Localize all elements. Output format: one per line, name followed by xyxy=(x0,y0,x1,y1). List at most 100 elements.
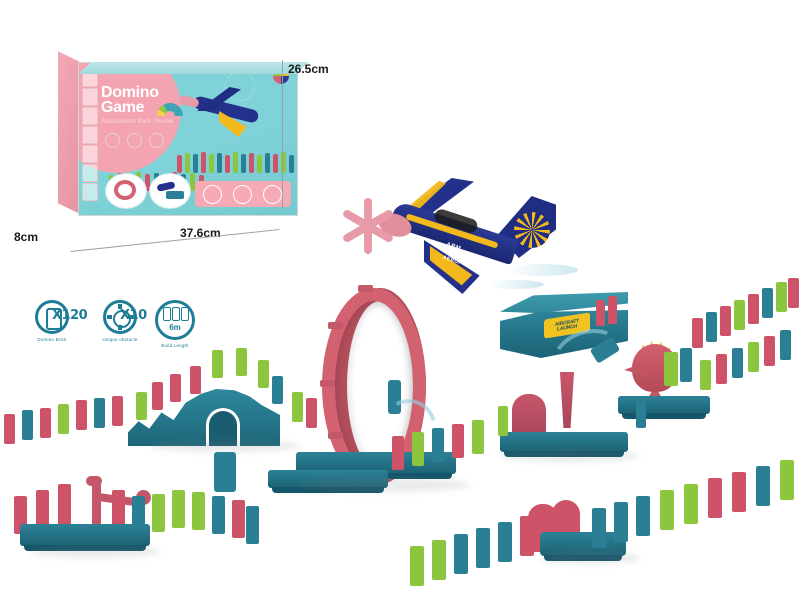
domino xyxy=(660,490,674,530)
domino xyxy=(172,490,185,528)
box-side-panel xyxy=(58,51,80,214)
domino xyxy=(258,360,269,388)
plane-tail-fan-decal xyxy=(514,212,550,248)
feature-caption-1: Domino Brick xyxy=(37,337,67,342)
domino xyxy=(708,478,722,518)
gear-obstacle-icon xyxy=(103,300,137,334)
dimension-height: 26.5cm xyxy=(288,62,329,76)
domino xyxy=(410,546,424,586)
box-title: Domino Game xyxy=(101,84,159,116)
domino xyxy=(4,414,15,444)
domino xyxy=(732,348,743,378)
domino xyxy=(756,466,770,506)
hammer-lever-arm xyxy=(92,482,101,526)
plane-motion-trail xyxy=(506,264,578,276)
plane-propeller-icon xyxy=(341,198,395,254)
domino xyxy=(472,420,484,454)
domino xyxy=(476,528,490,568)
arch-domino-holder xyxy=(540,532,626,561)
shadow xyxy=(150,440,300,452)
domino xyxy=(170,374,181,402)
domino xyxy=(498,522,512,562)
feature-qty-3: 6m xyxy=(169,323,181,332)
toy-airplane: ARM AEROPLANE xyxy=(338,168,578,304)
domino xyxy=(136,392,147,420)
loop-domino-slot xyxy=(320,380,335,387)
domino xyxy=(716,354,727,384)
domino xyxy=(432,540,446,580)
domino xyxy=(762,288,773,318)
box-inset-photo-loop xyxy=(105,173,147,209)
feature-badge-unique-obstacle: X10 Unique obstacle xyxy=(86,300,154,342)
domino-brick-icon xyxy=(35,300,69,334)
plane-motion-trail-2 xyxy=(488,280,544,289)
domino xyxy=(764,336,775,366)
domino xyxy=(272,376,283,404)
domino xyxy=(112,490,125,530)
box-feature-badge-row xyxy=(195,181,291,207)
domino xyxy=(734,300,745,330)
loop-inner-domino xyxy=(388,380,401,414)
box-left-thumbnail-strip xyxy=(79,63,99,215)
loop-domino-slot xyxy=(328,432,343,439)
paddle-base xyxy=(500,432,628,457)
hammer-lever-base xyxy=(20,524,150,551)
domino xyxy=(692,318,703,348)
domino xyxy=(190,366,201,394)
box-feature-icon-1 xyxy=(105,133,120,148)
domino xyxy=(664,352,678,386)
domino xyxy=(292,392,303,422)
domino xyxy=(412,432,424,466)
loop-base-extension xyxy=(268,470,388,493)
paddle-arch-domino xyxy=(512,394,546,438)
dimension-line-height xyxy=(282,60,283,210)
bridge-body xyxy=(128,388,280,446)
retail-box: Domino Game Amusement Park Theme xyxy=(56,51,310,232)
domino-grill xyxy=(214,452,236,492)
domino xyxy=(596,300,605,326)
loop-domino-slot xyxy=(328,322,343,329)
arch-bridge-obstacle xyxy=(128,358,280,446)
domino xyxy=(614,502,628,542)
domino xyxy=(236,348,247,376)
domino xyxy=(720,306,731,336)
hammer-lever-pivot xyxy=(86,476,102,486)
domino xyxy=(706,312,717,342)
flag-paddle-obstacle xyxy=(559,372,575,428)
rainbow-icon xyxy=(157,103,183,116)
domino xyxy=(748,342,759,372)
domino xyxy=(592,508,606,548)
domino xyxy=(212,350,223,378)
box-top-panel xyxy=(78,62,310,74)
domino xyxy=(732,472,746,512)
feature-qty-2: X10 xyxy=(120,308,147,323)
dimension-line-width xyxy=(70,229,280,252)
domino xyxy=(152,382,163,410)
domino xyxy=(40,408,51,438)
domino xyxy=(392,436,404,470)
domino xyxy=(788,278,799,308)
domino xyxy=(432,428,444,462)
domino xyxy=(58,404,69,434)
feature-caption-3: Build Length xyxy=(161,343,189,348)
box-title-line2: Game xyxy=(101,99,145,116)
box-feature-icon-2 xyxy=(127,133,142,148)
shadow xyxy=(300,478,470,492)
bridge-archway xyxy=(206,408,240,446)
box-title-line1: Domino xyxy=(101,84,159,101)
domino xyxy=(76,400,87,430)
rooster-base xyxy=(618,396,710,419)
domino xyxy=(58,484,71,526)
dimension-depth: 8cm xyxy=(14,230,39,244)
domino xyxy=(36,490,49,530)
domino xyxy=(700,360,711,390)
domino xyxy=(636,400,646,428)
domino xyxy=(748,294,759,324)
build-length-icon: 6m xyxy=(155,300,195,340)
box-subtitle: Amusement Park Theme xyxy=(101,119,174,125)
domino xyxy=(232,500,245,538)
shadow xyxy=(500,450,640,462)
box-inset-photo-launcher xyxy=(149,173,191,209)
shadow xyxy=(540,552,640,564)
